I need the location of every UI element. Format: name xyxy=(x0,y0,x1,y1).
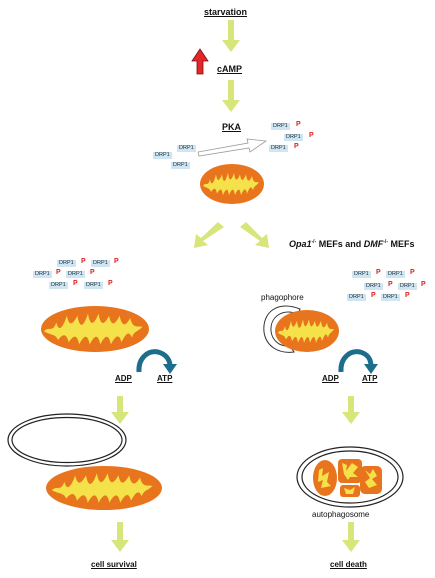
condition-opa1: Opa1 xyxy=(289,239,312,249)
drp1-tag: DRP1 xyxy=(177,145,196,152)
label-condition: Opa1-/- MEFs and DMF-/- MEFs xyxy=(289,239,415,249)
drp1-tag: DRP1 xyxy=(347,294,366,301)
drp1-tag: DRP1 xyxy=(284,134,303,141)
drp1-tag: DRP1 xyxy=(271,123,290,130)
condition-dmf: DMF xyxy=(363,239,384,249)
phospho-mark: P xyxy=(421,281,426,288)
drp1-tag: DRP1 xyxy=(84,282,103,289)
label-atp-right: ATP xyxy=(362,374,378,383)
condition-sup2: -/- xyxy=(383,239,388,245)
drp1-tag: DRP1 xyxy=(91,260,110,267)
phosphorylation-arrow xyxy=(197,138,268,157)
drp1-tag: DRP1 xyxy=(33,271,52,278)
arrow-left-to-survival-mito xyxy=(111,396,129,424)
mitochondrion-left xyxy=(41,306,149,352)
phospho-mark: P xyxy=(410,269,415,276)
arrow-to-cell-death xyxy=(342,522,360,552)
phospho-mark: P xyxy=(56,269,61,276)
label-atp-left: ATP xyxy=(157,374,173,383)
mitochondrion-right xyxy=(275,310,339,352)
label-phagophore: phagophore xyxy=(261,293,304,302)
label-starvation: starvation xyxy=(204,7,248,17)
phospho-mark: P xyxy=(114,258,119,265)
label-pka: PKA xyxy=(222,122,242,132)
condition-mid: MEFs and xyxy=(316,239,364,249)
drp1-tag: DRP1 xyxy=(364,283,383,290)
arrow-split-right xyxy=(240,222,269,248)
mitochondrion-fragmented xyxy=(313,459,382,497)
phospho-mark: P xyxy=(296,121,301,128)
label-autophagosome: autophagosome xyxy=(312,510,370,519)
drp1-tag: DRP1 xyxy=(386,271,405,278)
phospho-mark: P xyxy=(90,269,95,276)
label-cell-survival: cell survival xyxy=(91,560,137,569)
drp1-tag: DRP1 xyxy=(57,260,76,267)
arrow-right-to-autophagosome xyxy=(342,396,360,424)
condition-end: MEFs xyxy=(388,239,415,249)
phospho-mark: P xyxy=(388,281,393,288)
label-camp: cAMP xyxy=(217,64,243,74)
drp1-tag: DRP1 xyxy=(153,152,172,159)
label-cell-death: cell death xyxy=(330,560,367,569)
up-arrow-icon xyxy=(191,48,209,75)
arrow-starvation-to-camp xyxy=(222,20,240,52)
phospho-mark: P xyxy=(405,292,410,299)
mitochondrion-survival xyxy=(46,466,162,510)
drp1-tag: DRP1 xyxy=(66,271,85,278)
label-adp-right: ADP xyxy=(322,374,339,383)
drp1-tag: DRP1 xyxy=(381,294,400,301)
drp1-tag: DRP1 xyxy=(398,283,417,290)
drp1-tag: DRP1 xyxy=(171,162,190,169)
arrow-to-cell-survival xyxy=(111,522,129,552)
drp1-tag: DRP1 xyxy=(49,282,68,289)
phospho-mark: P xyxy=(309,132,314,139)
phospho-mark: P xyxy=(294,143,299,150)
label-adp-left: ADP xyxy=(115,374,132,383)
phospho-mark: P xyxy=(73,280,78,287)
phospho-mark: P xyxy=(371,292,376,299)
arrow-camp-to-pka xyxy=(222,80,240,112)
phospho-mark: P xyxy=(376,269,381,276)
drp1-tag: DRP1 xyxy=(269,145,288,152)
drp1-tag: DRP1 xyxy=(352,271,371,278)
condition-sup1: -/- xyxy=(311,239,317,245)
mitochondrion-top xyxy=(200,164,264,204)
phospho-mark: P xyxy=(81,258,86,265)
arrow-split-left xyxy=(194,222,224,248)
empty-vesicle xyxy=(7,413,127,467)
curved-arrow-icon xyxy=(136,349,177,374)
curved-arrow-icon xyxy=(338,349,378,374)
phospho-mark: P xyxy=(108,280,113,287)
